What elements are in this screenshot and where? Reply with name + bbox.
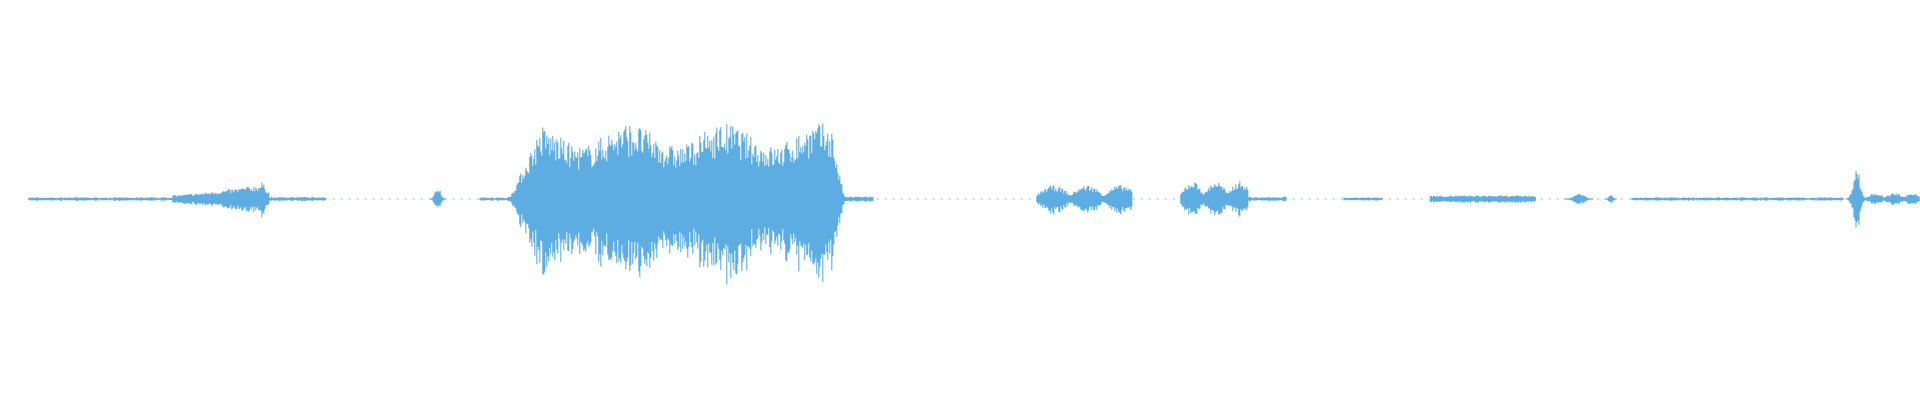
waveform-trace	[28, 123, 1920, 285]
waveform-peaks	[28, 123, 1920, 285]
